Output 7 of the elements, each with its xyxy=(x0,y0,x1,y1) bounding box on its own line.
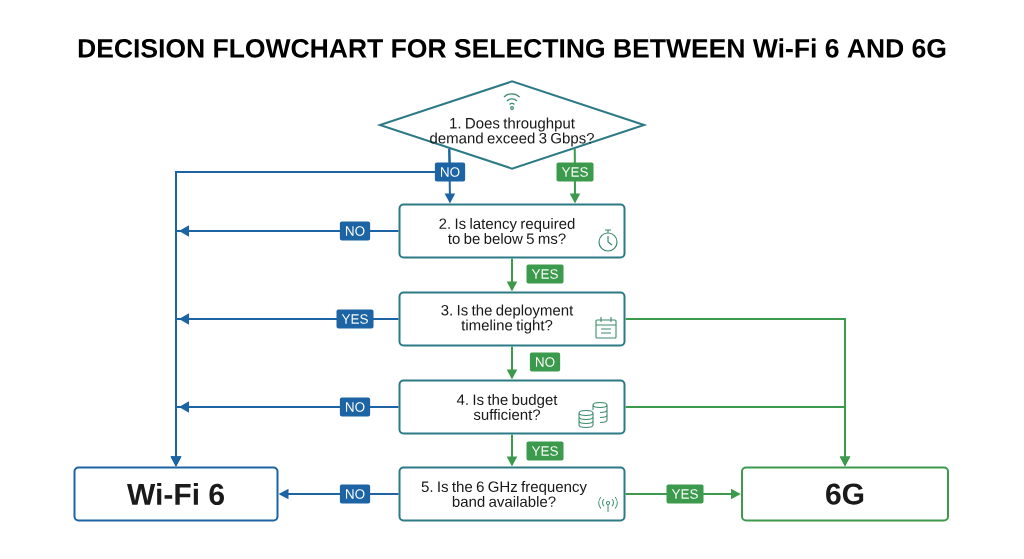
question-box: 4. Is the budget sufficient? xyxy=(398,379,626,435)
question-box: 3. Is the deployment timeline tight? xyxy=(398,291,626,347)
title: DECISION FLOWCHART FOR SELECTING BETWEEN Wi-Fi 6 AND 6G xyxy=(78,38,946,58)
question-box: 5. Is the 6 GHz frequency band available? xyxy=(398,466,626,522)
result-box: Wi-Fi 6 xyxy=(73,466,279,522)
result-box: 6G xyxy=(741,466,949,522)
question-box: 2. Is latency required to be below 5 ms? xyxy=(398,203,626,259)
